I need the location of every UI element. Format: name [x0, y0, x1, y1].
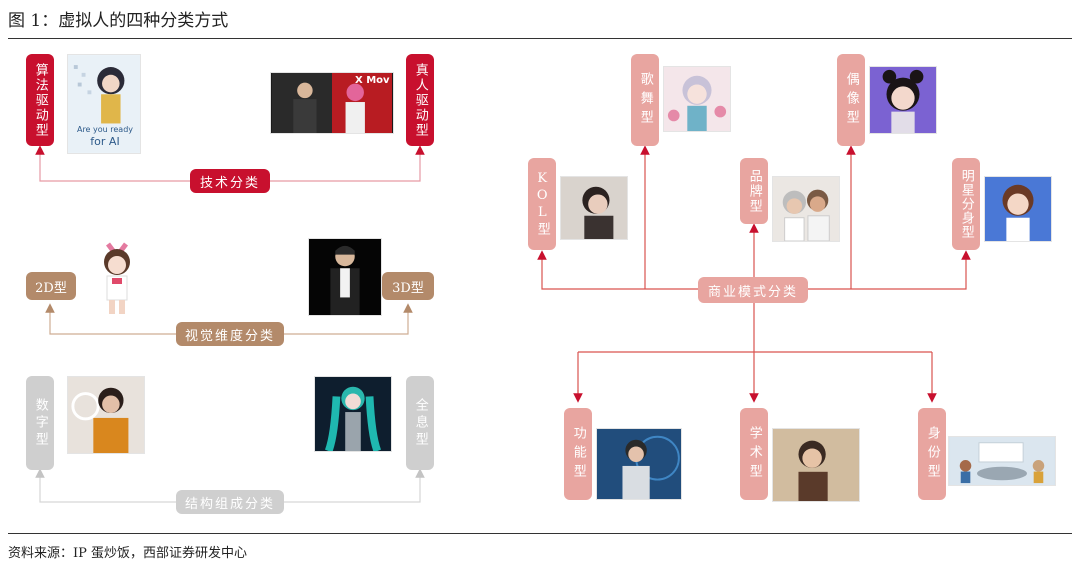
functional-type-label: 功能型: [570, 425, 586, 483]
2d-type-node: 2D型: [26, 272, 76, 300]
structure-connectors: [35, 468, 425, 503]
bottom-rule: [8, 533, 1072, 534]
song-dance-photo: [663, 66, 731, 132]
technology-connectors: [35, 145, 425, 182]
algorithm-driven-photo: Are you ready for AI: [67, 54, 141, 154]
anime-girl-illustration: [104, 242, 130, 314]
figure-title: 图 1：虚拟人的四种分类方式: [8, 11, 229, 31]
business-category-node: 商业模式分类: [698, 277, 808, 303]
visual-category-node: 视觉维度分类: [176, 322, 284, 346]
academic-student-illustration: [773, 429, 859, 501]
identity-photo: [948, 436, 1056, 486]
ai-girl-illustration: [68, 55, 140, 153]
3d-type-node: 3D型: [382, 272, 434, 300]
3d-character-photo: [308, 238, 382, 316]
kol-type-label: KOL型: [534, 171, 550, 237]
brand-mascot-illustration: [773, 177, 839, 241]
virtual-meeting-illustration: [950, 437, 1054, 485]
kol-photo: [560, 176, 628, 240]
song-dance-type-node: 歌舞型: [631, 54, 659, 146]
digital-type-node: 数字型: [26, 376, 54, 470]
cartoon-avatar-illustration: [985, 177, 1051, 241]
celebrity-avatar-photo: [984, 176, 1052, 242]
photo-caption-line-1: Are you ready: [76, 125, 134, 134]
technology-category-node: 技术分类: [190, 169, 270, 193]
song-dance-type-label: 歌舞型: [637, 71, 653, 129]
kol-type-node: KOL型: [528, 158, 556, 250]
singer-idol-illustration: [664, 67, 730, 131]
hologram-type-node: 全息型: [406, 376, 434, 470]
algorithm-driven-node: 算法驱动型: [26, 54, 54, 146]
functional-photo: [596, 428, 682, 500]
brand-type-node: 品牌型: [740, 158, 768, 224]
motion-capture-illustration: [272, 73, 392, 133]
academic-type-node: 学术型: [740, 408, 768, 500]
academic-type-label: 学术型: [746, 425, 762, 483]
digital-type-photo: [67, 376, 145, 454]
brand-photo: [772, 176, 840, 242]
algorithm-driven-label: 算法驱动型: [32, 62, 48, 138]
academic-photo: [772, 428, 860, 502]
idol-photo: [869, 66, 937, 134]
celebrity-avatar-type-node: 明星分身型: [952, 158, 980, 250]
identity-type-node: 身份型: [918, 408, 946, 500]
kol-woman-illustration: [561, 177, 627, 239]
virtual-anchor-illustration: [597, 429, 681, 499]
photo-caption-line-2: for AI: [90, 135, 120, 148]
virtual-idol-illustration: [870, 67, 936, 133]
source-note: 资料来源：IP 蛋炒饭，西部证券研发中心: [8, 546, 248, 561]
business-connectors: [537, 145, 971, 403]
structure-category-node: 结构组成分类: [176, 490, 284, 514]
hologram-idol-illustration: [315, 377, 391, 451]
idol-type-label: 偶像型: [843, 71, 859, 129]
3d-man-illustration: [309, 239, 381, 315]
human-driven-node: 真人驱动型: [406, 54, 434, 146]
human-driven-photo: X Mov: [270, 72, 394, 134]
hologram-type-photo: [314, 376, 392, 452]
2d-character-photo: [90, 238, 144, 318]
celebrity-avatar-type-label: 明星分身型: [958, 169, 974, 239]
top-rule: [8, 38, 1072, 39]
digital-type-label: 数字型: [32, 397, 48, 449]
idol-type-node: 偶像型: [837, 54, 865, 146]
photo-logo-text: X Mov: [355, 75, 390, 86]
visual-connectors: [45, 303, 413, 335]
digital-woman-illustration: [68, 377, 144, 453]
identity-type-label: 身份型: [924, 425, 940, 483]
human-driven-label: 真人驱动型: [412, 62, 428, 138]
functional-type-node: 功能型: [564, 408, 592, 500]
hologram-type-label: 全息型: [412, 397, 428, 449]
brand-type-label: 品牌型: [746, 168, 762, 214]
